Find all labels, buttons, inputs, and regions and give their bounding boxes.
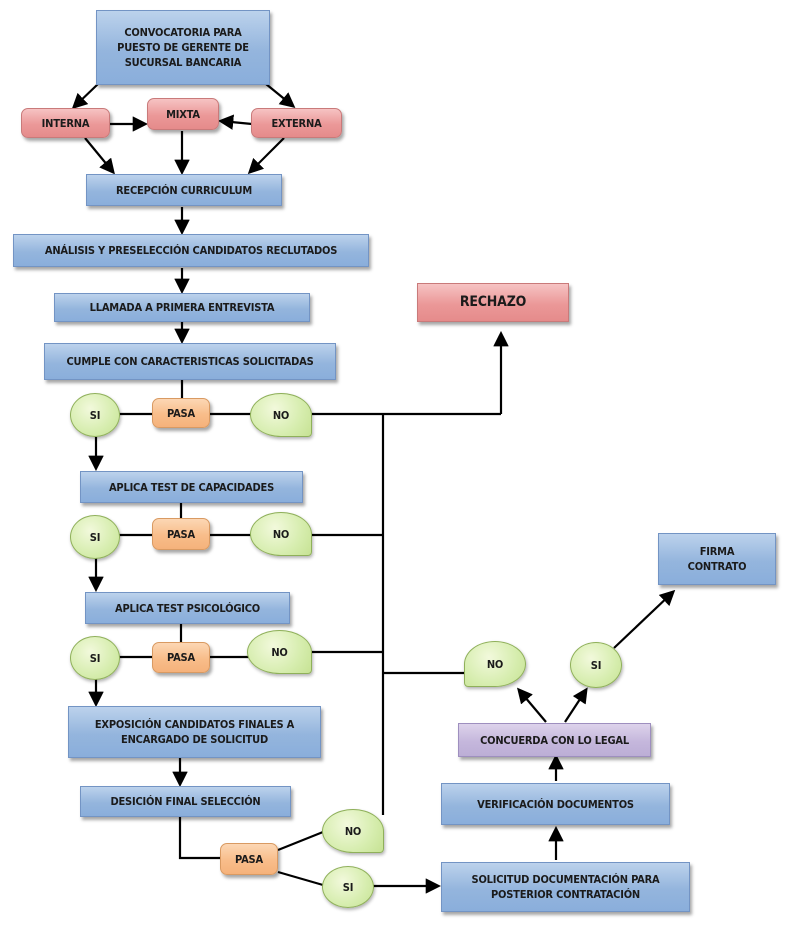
si-3-node: SI xyxy=(70,636,120,680)
exposicion-candidatos-box: EXPOSICIÓN CANDIDATOS FINALES A ENCARGAD… xyxy=(68,706,321,758)
line-desicion-pasa-final xyxy=(178,817,220,860)
aplica-psicologico-box: APLICA TEST PSICOLÓGICO xyxy=(85,592,290,624)
no-2-node: NO xyxy=(250,512,312,556)
line-pasa-final-si xyxy=(277,870,324,887)
si-2-node: SI xyxy=(70,515,120,559)
llamada-entrevista-box: LLAMADA A PRIMERA ENTREVISTA xyxy=(54,293,310,322)
pasa-1-node: PASA xyxy=(152,398,210,428)
pasa-3-node: PASA xyxy=(152,642,210,673)
analisis-preseleccion-box: ANÁLISIS Y PRESELECCIÓN CANDIDATOS RECLU… xyxy=(13,234,369,267)
arrow-externa-mixta xyxy=(217,114,253,130)
desicion-final-box: DESICIÓN FINAL SELECCIÓN xyxy=(80,786,291,817)
interna-box: INTERNA xyxy=(21,108,110,138)
concuerda-legal-box: CONCUERDA CON LO LEGAL xyxy=(458,723,651,757)
rechazo-box: RECHAZO xyxy=(417,283,569,322)
cumple-caracteristicas-box: CUMPLE CON CARACTERISTICAS SOLICITADAS xyxy=(44,343,336,380)
recepcion-curriculum-box: RECEPCIÓN CURRICULUM xyxy=(86,174,282,206)
solicitud-documentacion-box: SOLICITUD DOCUMENTACIÓN PARA POSTERIOR C… xyxy=(441,862,690,912)
arrow-concuerda-no xyxy=(517,687,547,723)
line-pasa-final-no xyxy=(277,830,324,852)
si-legal-node: SI xyxy=(570,642,622,688)
si-1-node: SI xyxy=(70,393,120,437)
no-3-node: NO xyxy=(247,630,312,674)
arrow-si-firma xyxy=(613,589,676,649)
convocatoria-box: CONVOCATORIA PARA PUESTO DE GERENTE DE S… xyxy=(96,10,270,85)
externa-box: EXTERNA xyxy=(251,108,342,138)
verificacion-documentos-box: VERIFICACIÓN DOCUMENTOS xyxy=(441,783,670,825)
arrow-convocatoria-externa xyxy=(265,83,296,108)
arrow-concuerda-si xyxy=(564,687,588,723)
pasa-2-node: PASA xyxy=(152,518,210,550)
arrow-convocatoria-interna xyxy=(71,83,99,110)
no-legal-node: NO xyxy=(464,641,526,687)
pasa-final-node: PASA xyxy=(220,843,278,875)
aplica-capacidades-box: APLICA TEST DE CAPACIDADES xyxy=(80,471,303,503)
no-final-node: NO xyxy=(322,809,384,853)
firma-contrato-box: FIRMA CONTRATO xyxy=(658,533,776,585)
arrow-interna-recepcion xyxy=(84,137,115,175)
no-1-node: NO xyxy=(250,393,312,437)
mixta-box: MIXTA xyxy=(147,98,219,130)
si-final-node: SI xyxy=(322,866,374,908)
arrow-externa-recepcion xyxy=(247,137,285,175)
